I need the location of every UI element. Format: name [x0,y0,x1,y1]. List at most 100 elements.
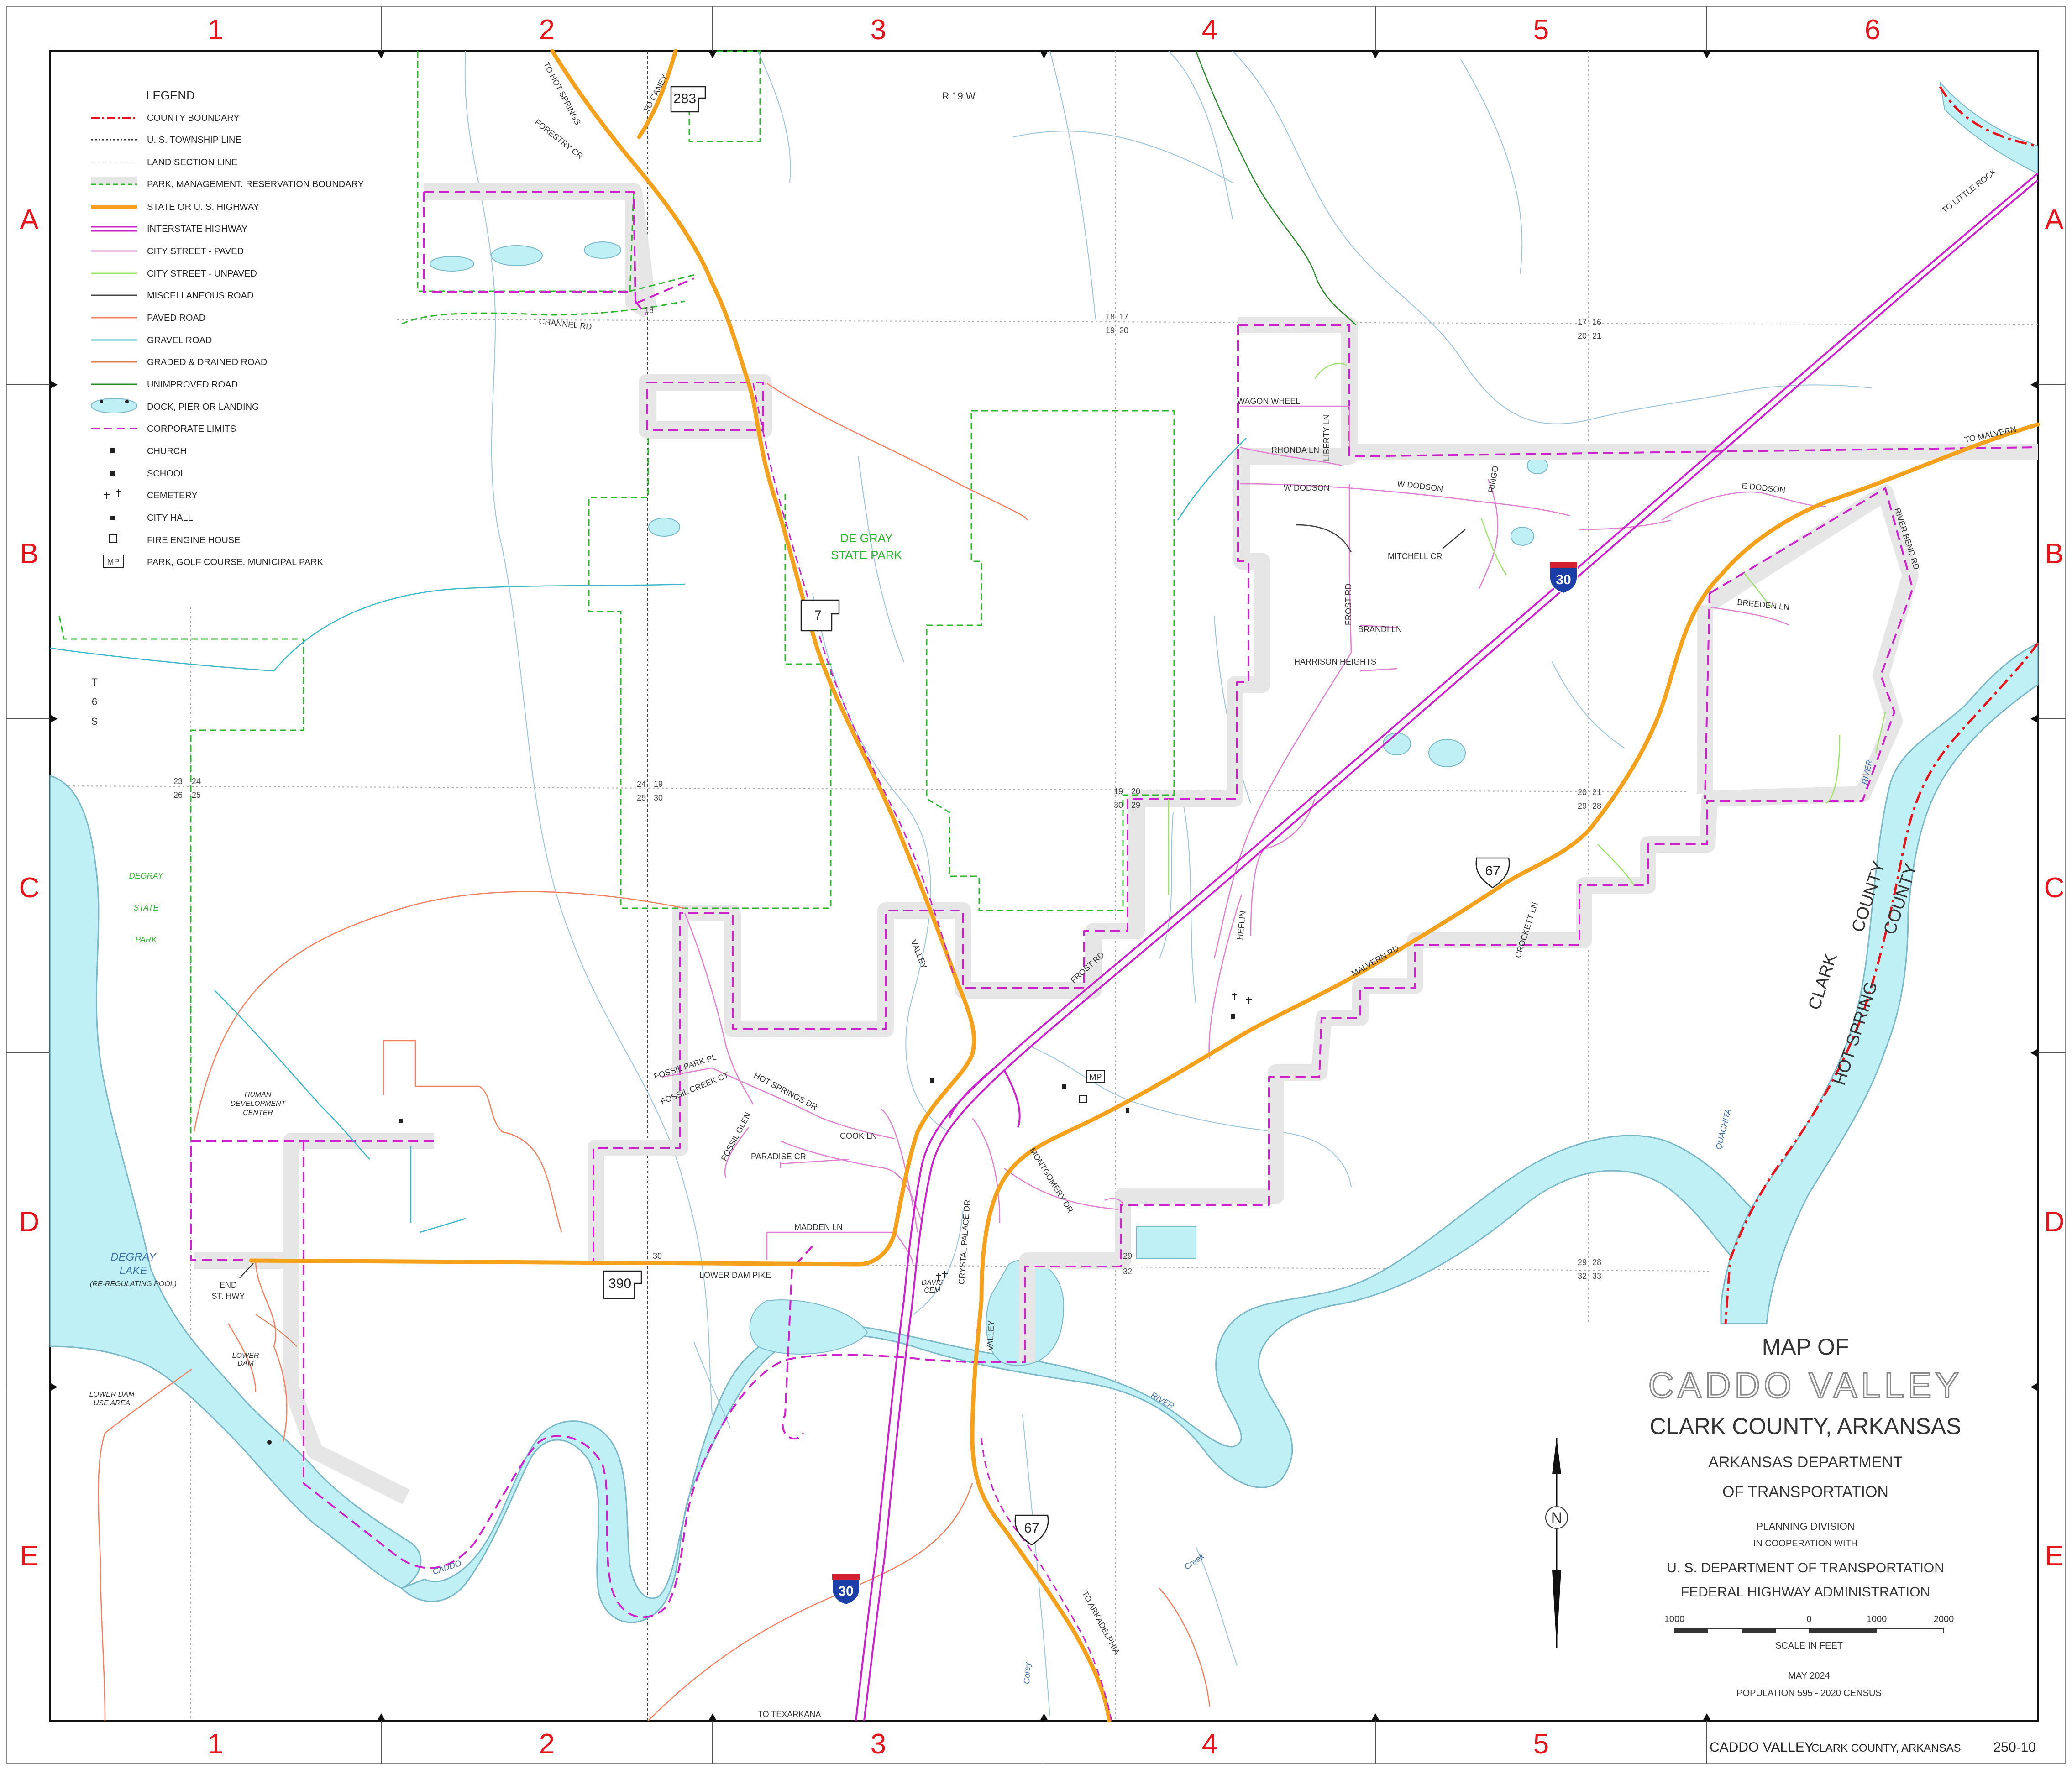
interstate-shield-30-b: 30 [832,1573,860,1606]
grid-column-labels-bottom: 1 2 3 4 5 [208,1728,1549,1760]
w-dodson-1: W DODSON [1284,483,1330,492]
sec-29: 29 [1123,1251,1132,1261]
human-line1: HUMAN [245,1091,272,1099]
title-population: POPULATION 595 - 2020 CENSUS [1736,1688,1882,1698]
scale-tick-4: 2000 [1934,1614,1954,1624]
legend-label-dock: DOCK, PIER OR LANDING [147,402,259,412]
grid-column-labels-top: 1 2 3 4 5 6 [208,14,1880,46]
gravel-roads [50,438,1247,1233]
sec-s1-a: 18 [1106,312,1115,321]
end-hwy-line2: ST. HWY [211,1292,245,1301]
us-shield-67-b: 67 [1014,1514,1049,1546]
sec-s3-b: 24 [192,777,201,786]
township-t: T [91,676,97,688]
legend-label-graded: GRADED & DRAINED ROAD [147,357,267,367]
dam-use-line1: LOWER DAM [89,1391,135,1398]
legend-label-muni-park: PARK, GOLF COURSE, MUNICIPAL PARK [147,557,324,567]
legend-label-church: CHURCH [147,446,187,456]
hwy-dash-south [981,1437,1112,1721]
interstate-shield-30-a: 30 [1549,562,1578,594]
grid-col-top-1: 1 [208,14,223,46]
dam-use-line2: USE AREA [94,1399,130,1407]
misc-road [1296,524,1352,553]
township-s: S [91,716,98,727]
title-cooperation: IN COOPERATION WITH [1753,1539,1858,1549]
municipal-park-badge-map-text: MP [1090,1073,1102,1082]
sec-s6-c: 29 [1578,801,1587,811]
legend-label-state-hwy: STATE OR U. S. HIGHWAY [147,202,259,212]
map-symbols [267,1014,1235,1445]
title-date: MAY 2024 [1788,1671,1830,1681]
footer-city: CADDO VALLEY [1710,1740,1814,1755]
legend-label-park: PARK, MANAGEMENT, RESERVATION BOUNDARY [147,179,364,189]
grid-row-left-a: A [20,204,39,236]
footer: CADDO VALLEY CLARK COUNTY, ARKANSAS 250-… [1710,1740,2036,1755]
legend-label-misc: MISCELLANEOUS ROAD [147,291,253,301]
end-hwy-line1: END [220,1281,237,1290]
davis-line2: CEM [924,1287,940,1294]
title-prefix: MAP OF [1762,1334,1849,1360]
legend-label-fire: FIRE ENGINE HOUSE [147,535,240,545]
scale-caption: SCALE IN FEET [1775,1641,1843,1651]
sec-s5-b: 20 [1131,787,1140,796]
sec-32: 32 [1123,1267,1132,1276]
grid-row-left-d: D [19,1206,40,1238]
grid-col-top-5: 5 [1533,14,1549,46]
grid-row-right-e: E [2045,1540,2063,1572]
sec-s2-d: 21 [1592,331,1601,340]
sec-s4-b: 19 [654,780,663,789]
mitchell-cr: MITCHELL CR [1388,552,1442,561]
legend-park-badge [103,555,124,568]
church-symbol-3 [1231,1014,1235,1019]
sec-s1-b: 17 [1119,312,1128,321]
lower-dam-line2: DAM [237,1360,254,1367]
sec-s5-c: 30 [1114,801,1123,810]
grid-row-right-b: B [2045,538,2063,570]
northeast-water [1939,80,2038,174]
wagon-wheel: WAGON WHEEL [1237,397,1300,406]
sec-s3-c: 26 [173,790,183,800]
title-agency-1: ARKANSAS DEPARTMENT [1708,1454,1903,1471]
ouachita-river [1720,642,2039,1324]
park-name-line2: STATE PARK [831,548,902,562]
shield-us67a-text: 67 [1485,864,1500,879]
grid-row-labels-left: A B C D E [19,204,40,1572]
davis-line1: DAVIS [921,1279,943,1287]
footer-county: CLARK COUNTY, ARKANSAS [1811,1742,1961,1754]
legend-label-school: SCHOOL [147,469,185,479]
sec-s3-d: 25 [192,790,201,800]
sec-s3-a: 23 [173,777,183,786]
rhonda-ln: RHONDA LN [1271,445,1319,455]
grid-col-top-3: 3 [871,14,886,46]
legend-point-symbols [100,400,129,520]
grid-arrows [50,51,2038,1721]
sec-s6-b: 21 [1592,788,1601,797]
brandi-ln: BRANDI LN [1358,625,1402,634]
sec-s5-d: 29 [1131,801,1140,810]
degray-park-line1: DEGRAY [129,871,164,880]
sec-s1-d: 20 [1119,326,1128,335]
state-shield-283: 283 [670,86,706,113]
ponds [430,241,1548,1366]
title-block: MAP OF CADDO VALLEY CLARK COUNTY, ARKANS… [1647,1334,1962,1698]
scale-bar: 1000 0 1000 2000 SCALE IN FEET [1664,1614,1954,1651]
title-city: CADDO VALLEY [1648,1365,1962,1405]
grid-row-labels-right: A B C D E [2044,204,2065,1572]
graded-road [255,1314,297,1347]
sec-30: 30 [653,1251,662,1261]
township-6: 6 [92,696,97,707]
sec-s2-b: 16 [1592,318,1601,327]
harrison-heights: HARRISON HEIGHTS [1294,657,1376,666]
corey-label: Corey [1022,1661,1032,1684]
city-streets-unpaved [1168,363,1886,895]
title-division: PLANNING DIVISION [1756,1521,1854,1532]
scale-tick-3: 1000 [1867,1614,1887,1624]
human-line2: DEVELOPMENT [231,1100,286,1108]
sec-s6-d: 28 [1592,801,1601,811]
sec-s6-a: 20 [1578,788,1587,797]
hwy-dash-north [752,383,955,977]
legend-label-gravel: GRAVEL ROAD [147,335,212,345]
sec-s2-a: 17 [1578,318,1587,327]
sec-s7-c: 32 [1578,1272,1587,1281]
state-shield-7: 7 [800,599,840,632]
